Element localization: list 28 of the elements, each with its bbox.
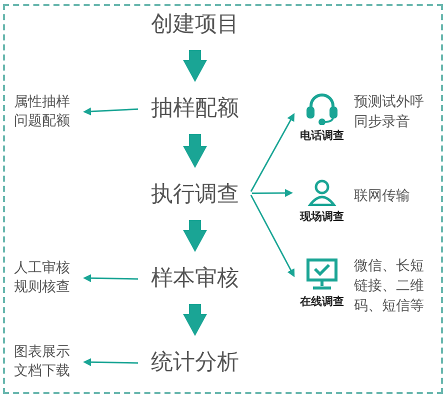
step-note: 问题配额: [14, 112, 70, 131]
channel-note: 预测试外呼: [354, 93, 425, 112]
icon-caption: 现场调查: [300, 210, 344, 224]
step-label: 执行调查: [151, 184, 239, 206]
arrow: [183, 50, 207, 82]
step-note: 人工审核: [14, 259, 70, 278]
icon-caption: 在线调查: [300, 295, 344, 309]
step-note: 属性抽样: [14, 93, 70, 112]
step-note: 文档下载: [14, 362, 70, 381]
arrow: [252, 189, 293, 197]
channel-note: 同步录音: [354, 113, 411, 132]
step-label: 样本审核: [151, 268, 239, 290]
arrow: [250, 194, 295, 278]
step-label: 抽样配额: [151, 98, 239, 120]
step-note: 图表展示: [14, 343, 70, 362]
channel-note: 联网传输: [354, 187, 411, 206]
arrow: [183, 304, 207, 336]
step-label: 统计分析: [151, 352, 239, 374]
arrow: [83, 358, 138, 366]
arrow: [83, 274, 138, 282]
icon-caption: 电话调查: [300, 129, 344, 143]
arrow: [250, 113, 295, 192]
step-label: 创建项目: [151, 14, 239, 36]
arrow: [183, 220, 207, 252]
arrow: [183, 134, 207, 168]
step-note: 规则核查: [14, 278, 70, 297]
channel-note: 微信、长短链接、二维码、短信等: [354, 257, 425, 316]
arrow: [83, 107, 138, 116]
